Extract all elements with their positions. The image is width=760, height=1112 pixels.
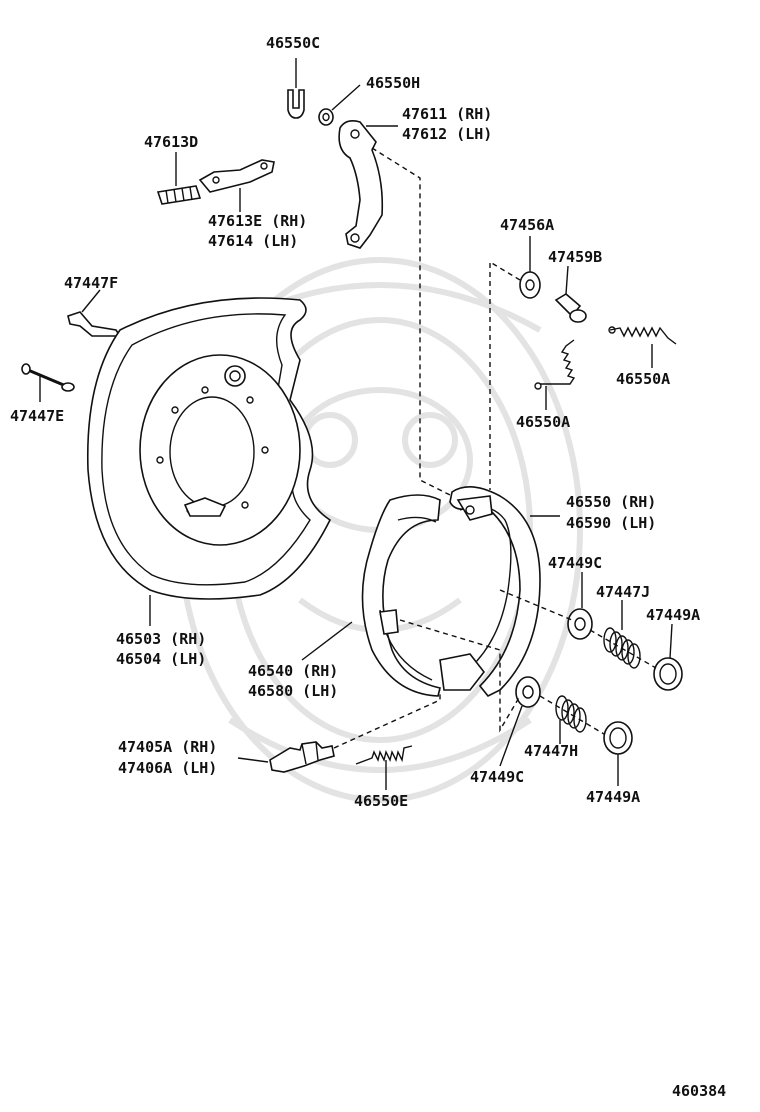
leader-47459B [565, 265, 569, 295]
label-46550H: 46550H [366, 74, 420, 92]
brake-shoe-46540[interactable] [361, 494, 486, 697]
strut-47613E[interactable] [198, 159, 275, 193]
label-47447F: 47447F [64, 274, 118, 292]
leader-46540 [301, 621, 353, 661]
label-47447J: 47447J [596, 583, 650, 601]
label-47613D: 47613D [144, 133, 198, 151]
label-47614: 47614 (LH) [208, 232, 298, 250]
washer-47456A[interactable] [519, 271, 541, 299]
spring-46550A-upper[interactable] [608, 326, 677, 345]
label-47612: 47612 (LH) [402, 125, 492, 143]
dash-shoe-cup [399, 619, 521, 733]
label-46503: 46503 (RH) [116, 630, 206, 648]
label-47447H: 47447H [524, 742, 578, 760]
label-46550C: 46550C [266, 34, 320, 52]
leader-47405A [237, 757, 269, 763]
leader-47447F [81, 289, 101, 313]
spring-46550E[interactable] [355, 745, 413, 765]
cable-guide-47447F[interactable] [67, 311, 122, 337]
label-47449A-lower: 47449A [586, 788, 640, 806]
label-47449A-upper: 47449A [646, 606, 700, 624]
diagram-id: 460384 [672, 1082, 726, 1100]
spring-clip-47613D[interactable] [156, 185, 202, 205]
label-46550A-lower: 46550A [516, 413, 570, 431]
dash-lever-shoe [371, 147, 461, 501]
label-47613E: 47613E (RH) [208, 212, 307, 230]
dash-cap-lower [539, 695, 605, 735]
label-47406A: 47406A (LH) [118, 759, 217, 777]
dash-cap-upper [589, 629, 657, 669]
adjuster-47405A[interactable] [269, 741, 335, 773]
leader-47449C-lower [499, 705, 523, 767]
backing-plate-46503[interactable] [86, 297, 332, 600]
leader-47449A-upper [669, 623, 673, 659]
spring-47447H[interactable] [555, 695, 587, 733]
parking-lever-47611[interactable] [338, 120, 384, 249]
hold-down-pin-47447E[interactable] [21, 363, 75, 392]
cup-47449C-upper[interactable] [567, 608, 593, 640]
spring-46550A-lower[interactable] [534, 339, 576, 390]
label-47611: 47611 (RH) [402, 105, 492, 123]
label-46550A-upper: 46550A [616, 370, 670, 388]
label-47449C-lower: 47449C [470, 768, 524, 786]
label-46550E: 46550E [354, 792, 408, 810]
washer-46550H[interactable] [318, 108, 334, 126]
dash-cup-upper [499, 589, 573, 621]
brake-shoe-46550[interactable] [449, 486, 541, 698]
clip-46550C[interactable] [287, 89, 305, 119]
label-46504: 46504 (LH) [116, 650, 206, 668]
label-47456A: 47456A [500, 216, 554, 234]
label-46580: 46580 (LH) [248, 682, 338, 700]
leader-46550H [331, 84, 361, 111]
bolt-47459B[interactable] [554, 293, 587, 323]
label-46540: 46540 (RH) [248, 662, 338, 680]
cap-47449A-upper[interactable] [653, 657, 683, 691]
cup-47449C-lower[interactable] [515, 676, 541, 708]
label-46590: 46590 (LH) [566, 514, 656, 532]
label-47447E: 47447E [10, 407, 64, 425]
dash-washer-shoe [489, 260, 521, 490]
spring-47447J[interactable] [603, 627, 641, 669]
dash-adjuster [333, 690, 441, 749]
label-47459B: 47459B [548, 248, 602, 266]
label-47449C-upper: 47449C [548, 554, 602, 572]
cap-47449A-lower[interactable] [603, 721, 633, 755]
label-47405A: 47405A (RH) [118, 738, 217, 756]
label-46550: 46550 (RH) [566, 493, 656, 511]
